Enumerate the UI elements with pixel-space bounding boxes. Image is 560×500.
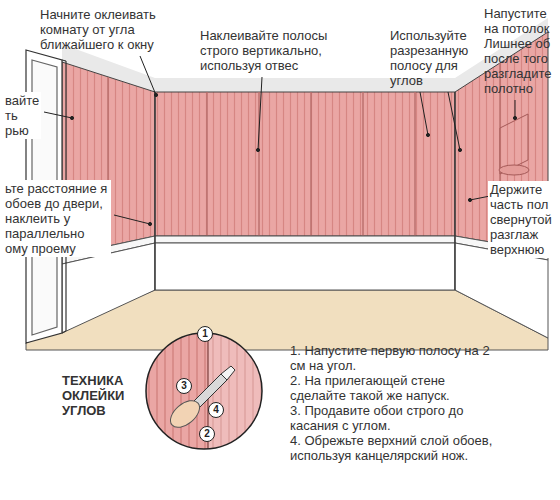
leader-line — [515, 100, 516, 118]
leader-line — [154, 93, 157, 96]
room-corner — [155, 92, 455, 290]
instruction-note: Напустите на потолок Лишнее об после тог… — [484, 6, 551, 96]
instruction-note: Начните оклеивать комнату от угла ближай… — [40, 7, 156, 52]
wallpaper-seam — [310, 92, 311, 236]
instruction-step: 2. На прилегающей стене сделайте такой ж… — [290, 373, 450, 403]
wallpaper-seam — [108, 63, 500, 246]
leader-line — [470, 196, 490, 200]
wainscot — [62, 243, 548, 338]
leader-line — [513, 116, 516, 119]
list-row: 4. Обрежьте верхний слой обоев, использу… — [290, 433, 495, 463]
label-box: Напустите на потолок Лишнее об после тог… — [484, 6, 556, 96]
hanging-strip — [499, 114, 529, 175]
hanging-strip — [499, 165, 529, 175]
door — [62, 331, 66, 333]
leader-line — [114, 215, 150, 224]
label-box: Наклеивайте полосы строго вертикально, и… — [200, 28, 340, 73]
leader-line — [448, 92, 460, 150]
leader-line — [426, 133, 429, 136]
instruction-note: Держите часть пол свернутой разглаж верх… — [490, 182, 552, 257]
chair-rail — [155, 236, 455, 243]
leader-line — [420, 92, 428, 135]
instruction-note: Наклеивайте полосы строго вертикально, и… — [200, 28, 327, 73]
label-box: вайте ть рью — [3, 92, 41, 139]
wallpaper-seam — [414, 92, 415, 236]
label-box: Начните оклеивать комнату от угла ближай… — [40, 7, 195, 52]
wallpapered-wall — [62, 32, 548, 256]
instruction-step: 1. Напустите первую полосу на 2 см на уг… — [290, 343, 490, 373]
callout-badge: 2 — [199, 426, 215, 442]
zoom-outline — [166, 395, 205, 432]
door — [62, 60, 66, 61]
hanging-strip — [500, 114, 528, 174]
leader-line — [458, 148, 461, 151]
wainscot — [155, 243, 455, 290]
leader-line — [44, 56, 517, 226]
zoom-outline — [146, 333, 262, 449]
wallpaper-seam — [362, 92, 363, 236]
label-box: Держите часть пол свернутой разглаж верх… — [488, 181, 556, 258]
leader-line — [148, 222, 151, 225]
leader-line — [140, 56, 156, 95]
section-heading: ТЕХНИКА ОКЛЕЙКИ УГЛОВ — [62, 373, 124, 418]
instruction-step: 4. Обрежьте верхний слой обоев, использу… — [290, 433, 492, 463]
callout-number: 2 — [204, 429, 210, 439]
zoom-outline — [221, 366, 235, 380]
room-corner — [154, 92, 155, 290]
callout-badge: 1 — [197, 326, 213, 342]
leader-line — [258, 77, 262, 150]
list-row: 3. Продавите обои строго до касания с уг… — [290, 403, 495, 433]
leader-line — [256, 148, 259, 151]
instruction-list: 1. Напустите первую полосу на 2 см на уг… — [290, 343, 495, 463]
leader-line — [468, 198, 471, 201]
callout-number: 3 — [181, 381, 187, 391]
callout-badge: 4 — [208, 402, 224, 418]
wallpaper-seam — [258, 92, 259, 236]
instruction-note: ьте расстояние я обоев до двери, наклеит… — [5, 181, 107, 256]
zoom-circle: 1 3 4 2 — [145, 332, 263, 450]
instruction-note: вайте ть рью — [5, 93, 39, 138]
label-box: Используйте разрезанную полосу для углов — [390, 28, 478, 88]
list-row: 2. На прилегающей стене сделайте такой ж… — [290, 373, 495, 403]
callout-number: 1 — [202, 329, 208, 339]
list-row: 1. Напустите первую полосу на 2 см на уг… — [290, 343, 495, 373]
label-box: ьте расстояние я обоев до двери, наклеит… — [3, 180, 111, 257]
callout-badge: 3 — [176, 378, 192, 394]
wallpapered-wall — [155, 92, 455, 236]
instruction-note: Используйте разрезанную полосу для углов — [390, 28, 468, 88]
leader-line — [70, 116, 73, 119]
wallpaper-seam — [206, 92, 207, 236]
leader-line — [44, 112, 72, 118]
callout-number: 4 — [213, 405, 219, 415]
label-box: ТЕХНИКА ОКЛЕЙКИ УГЛОВ — [62, 373, 124, 418]
instruction-step: 3. Продавите обои строго до касания с уг… — [290, 403, 463, 433]
